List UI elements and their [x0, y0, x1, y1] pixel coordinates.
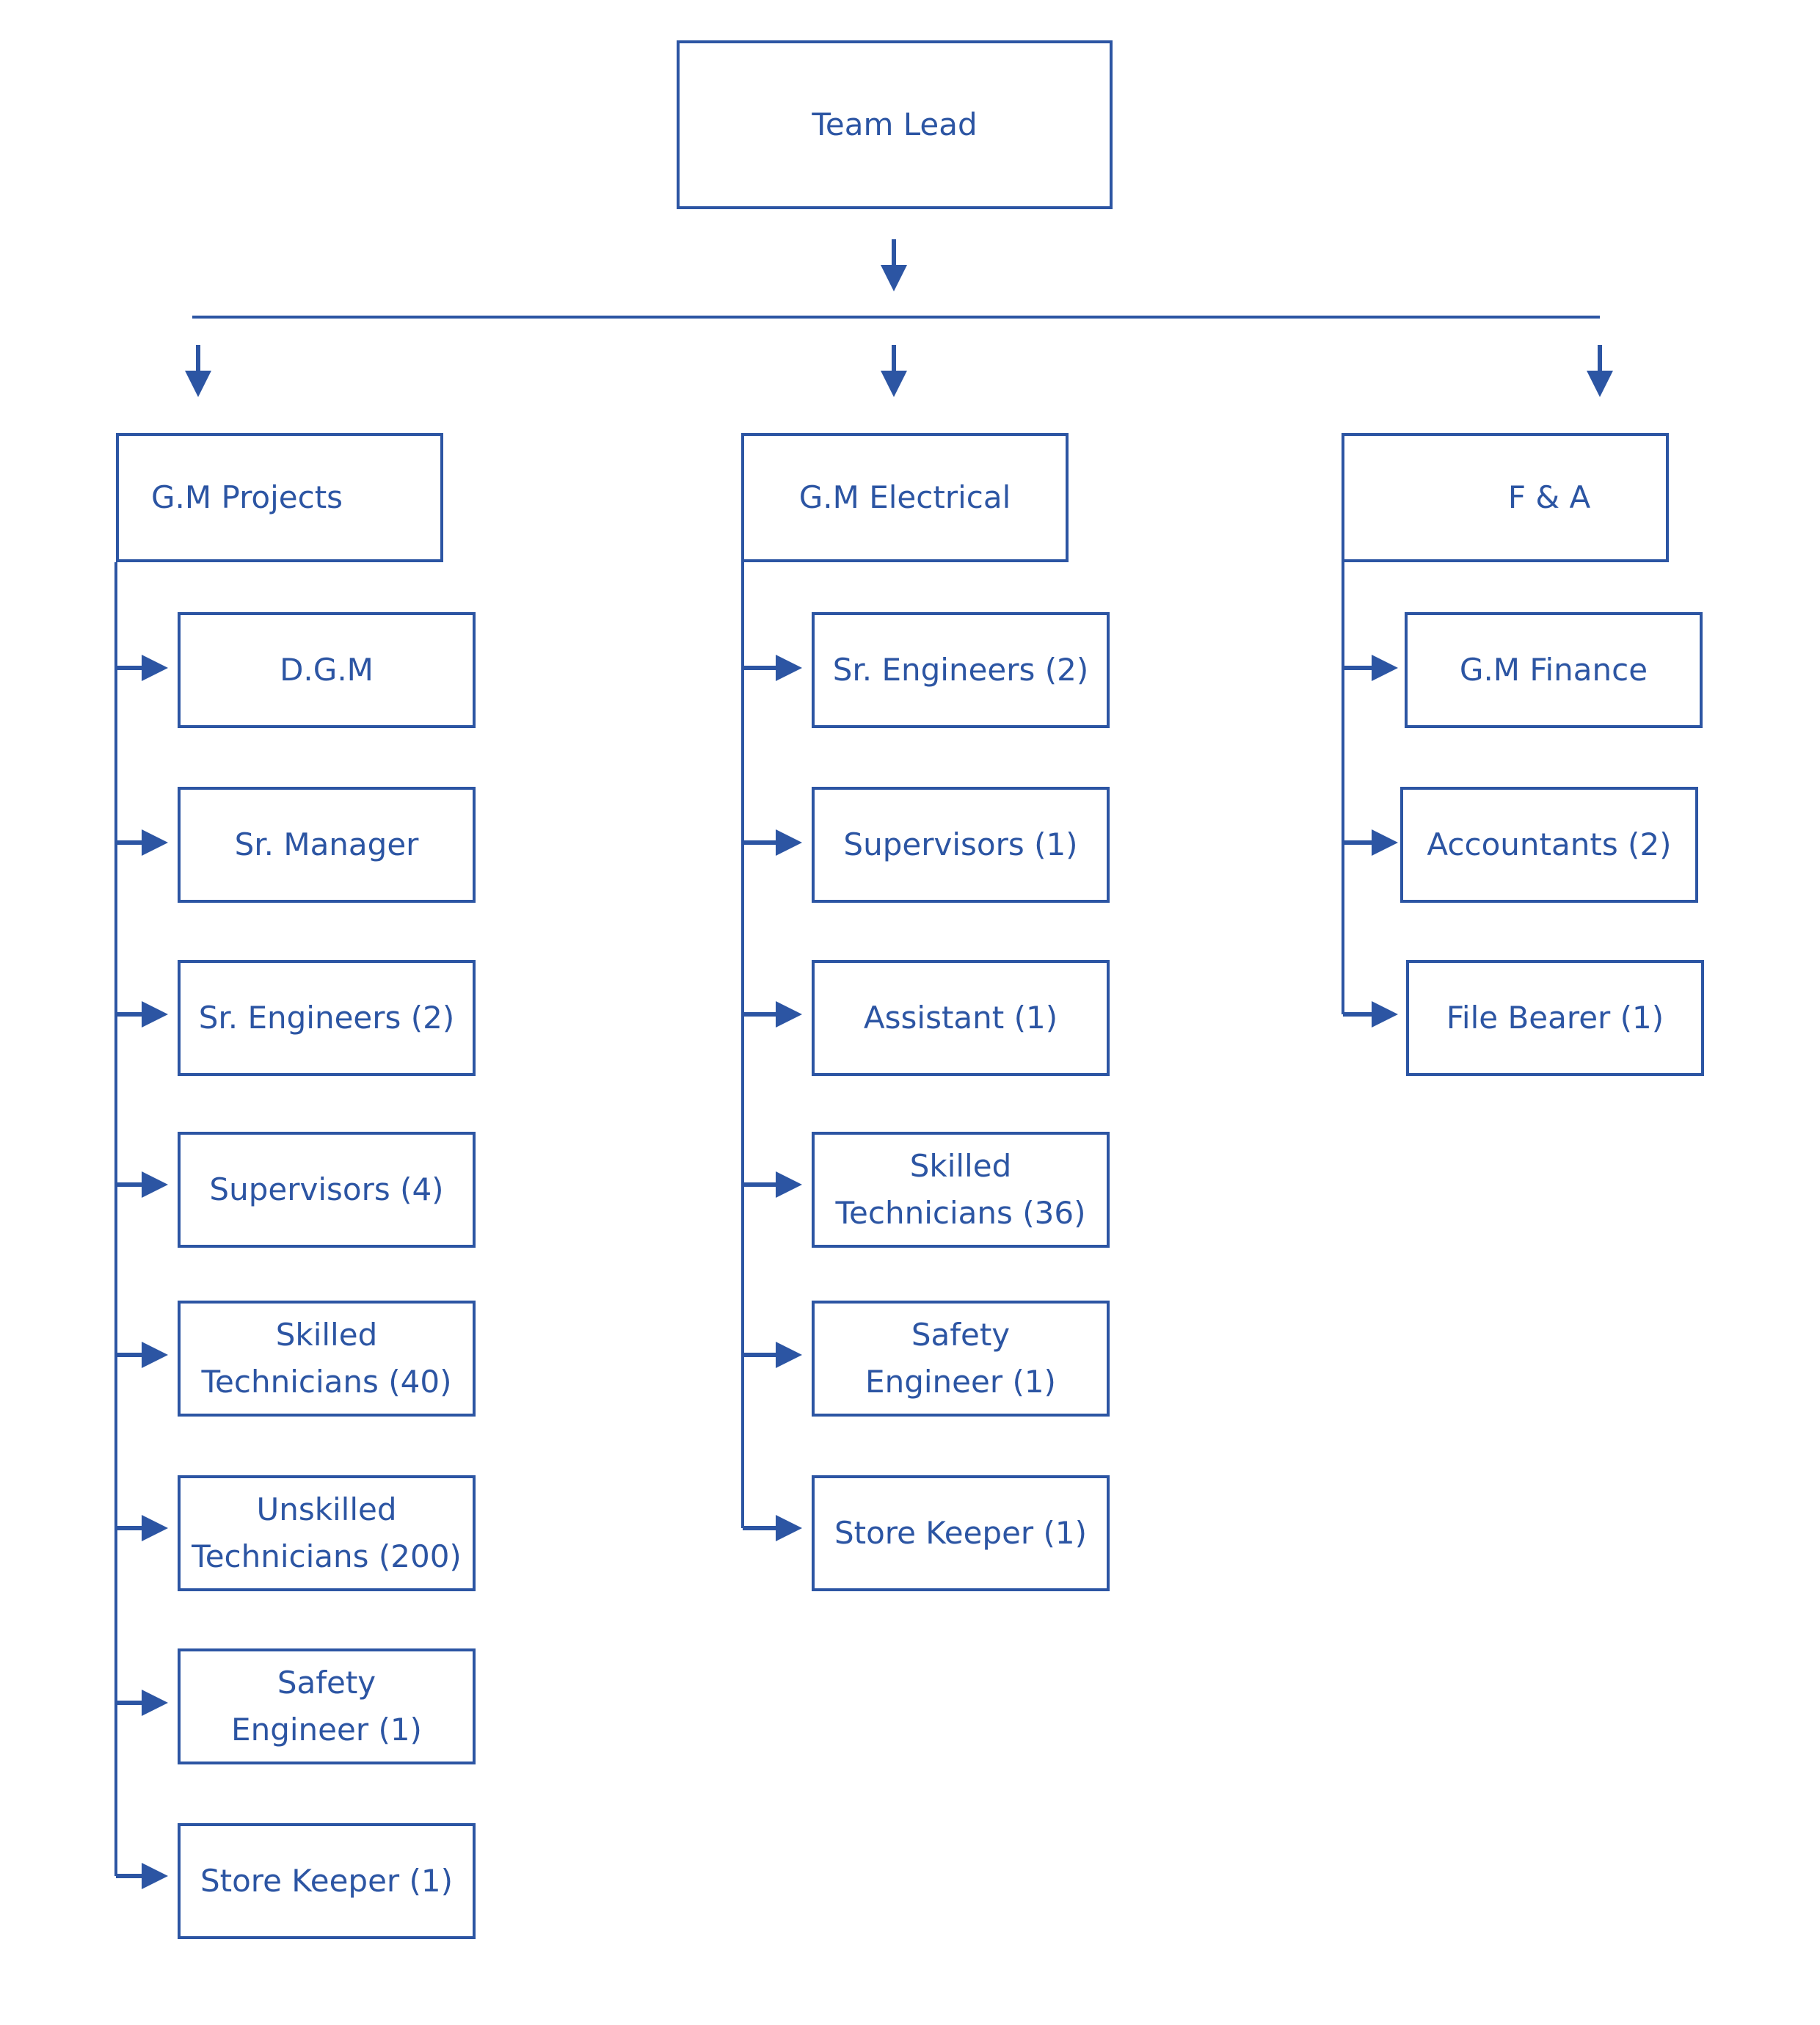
node-electrical-store-keeper: Store Keeper (1) [812, 1475, 1110, 1591]
node-label: Safety Engineer (1) [865, 1317, 1056, 1400]
node-projects-skilled-technicians: Skilled Technicians (40) [178, 1301, 476, 1417]
node-projects-sr-engineers: Sr. Engineers (2) [178, 960, 476, 1076]
node-label: Assistant (1) [863, 1000, 1058, 1036]
node-projects-safety-engineer: Safety Engineer (1) [178, 1648, 476, 1764]
node-label: Safety Engineer (1) [231, 1665, 422, 1748]
node-electrical-supervisors: Supervisors (1) [812, 787, 1110, 903]
node-label: Skilled Technicians (36) [835, 1148, 1086, 1231]
node-label: File Bearer (1) [1446, 1000, 1664, 1036]
node-electrical-skilled-technicians: Skilled Technicians (36) [812, 1132, 1110, 1248]
node-label: Store Keeper (1) [200, 1863, 454, 1899]
node-assistant: Assistant (1) [812, 960, 1110, 1076]
node-label: Skilled Technicians (40) [201, 1317, 452, 1400]
node-gm-finance: G.M Finance [1405, 612, 1703, 728]
node-accountants: Accountants (2) [1400, 787, 1698, 903]
node-label: Accountants (2) [1427, 826, 1672, 862]
node-label: Sr. Manager [234, 826, 419, 862]
node-sr-manager: Sr. Manager [178, 787, 476, 903]
node-label: G.M Projects [151, 479, 343, 515]
node-label: Unskilled Technicians (200) [192, 1491, 462, 1574]
node-label: Supervisors (4) [209, 1171, 444, 1207]
node-dgm: D.G.M [178, 612, 476, 728]
node-electrical-safety-engineer: Safety Engineer (1) [812, 1301, 1110, 1417]
node-file-bearer: File Bearer (1) [1406, 960, 1704, 1076]
node-label: G.M Electrical [798, 479, 1011, 515]
node-label: Store Keeper (1) [834, 1515, 1088, 1551]
node-label: D.G.M [280, 652, 374, 688]
node-projects-supervisors: Supervisors (4) [178, 1132, 476, 1248]
node-team-lead: Team Lead [677, 40, 1113, 209]
node-unskilled-technicians: Unskilled Technicians (200) [178, 1475, 476, 1591]
node-label: Sr. Engineers (2) [832, 652, 1089, 688]
node-gm-electrical: G.M Electrical [741, 433, 1069, 562]
node-electrical-sr-engineers: Sr. Engineers (2) [812, 612, 1110, 728]
node-label: Team Lead [812, 106, 978, 142]
node-f-and-a: F & A [1342, 433, 1669, 562]
node-label: F & A [1507, 479, 1591, 515]
node-gm-projects: G.M Projects [116, 433, 443, 562]
node-label: Supervisors (1) [843, 826, 1078, 862]
node-label: Sr. Engineers (2) [198, 1000, 455, 1036]
node-projects-store-keeper: Store Keeper (1) [178, 1823, 476, 1939]
node-label: G.M Finance [1459, 652, 1648, 688]
